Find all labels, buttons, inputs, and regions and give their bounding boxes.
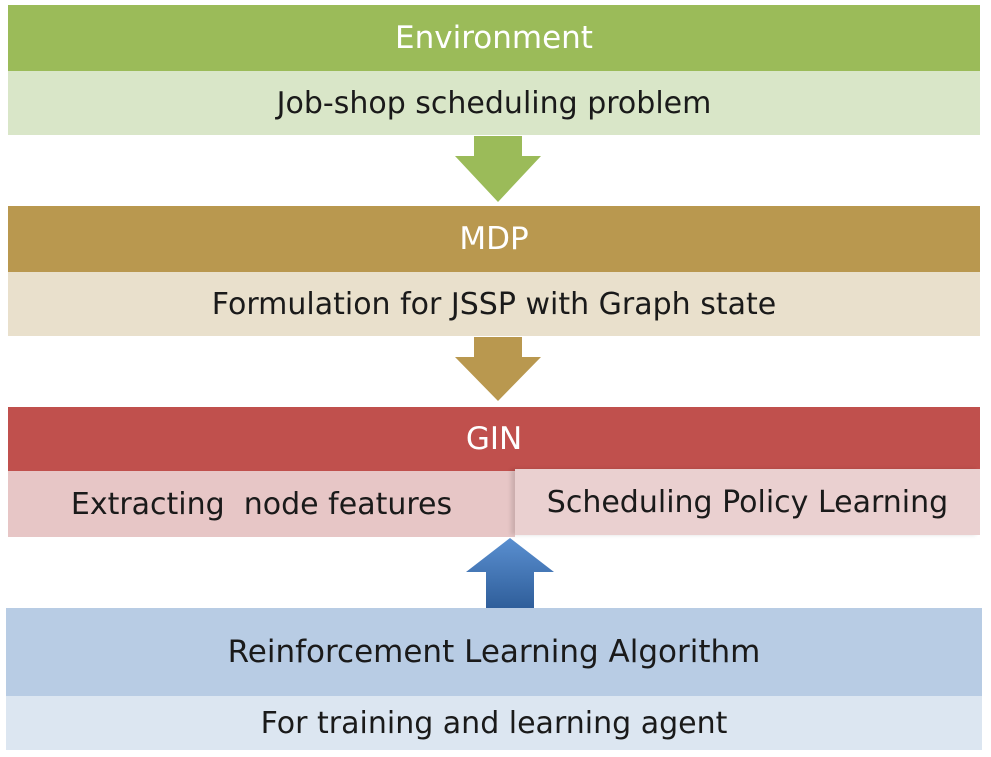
gin-policy-learning-box: Scheduling Policy Learning bbox=[515, 469, 980, 535]
gin-header: GIN bbox=[8, 407, 980, 471]
rl-title: Reinforcement Learning Algorithm bbox=[227, 634, 761, 670]
arrow-down-icon bbox=[455, 337, 541, 401]
gin-title: GIN bbox=[465, 421, 523, 457]
environment-title: Environment bbox=[395, 20, 593, 56]
mdp-header: MDP bbox=[8, 206, 980, 272]
gin-node-features-label: Extracting node features bbox=[70, 486, 453, 522]
environment-subtitle: Job-shop scheduling problem bbox=[276, 85, 712, 121]
gin-node-features-box: Extracting node features bbox=[8, 471, 515, 537]
arrow-up-icon bbox=[466, 538, 554, 610]
rl-subtitle: For training and learning agent bbox=[260, 705, 728, 741]
environment-subtitle-box: Job-shop scheduling problem bbox=[8, 71, 980, 135]
mdp-title: MDP bbox=[459, 221, 529, 257]
mdp-subtitle-box: Formulation for JSSP with Graph state bbox=[8, 272, 980, 336]
arrow-down-icon bbox=[455, 136, 541, 202]
rl-header: Reinforcement Learning Algorithm bbox=[6, 608, 982, 696]
mdp-subtitle: Formulation for JSSP with Graph state bbox=[211, 286, 777, 322]
gin-policy-learning-label: Scheduling Policy Learning bbox=[546, 484, 949, 520]
environment-header: Environment bbox=[8, 5, 980, 71]
rl-subtitle-box: For training and learning agent bbox=[6, 696, 982, 750]
